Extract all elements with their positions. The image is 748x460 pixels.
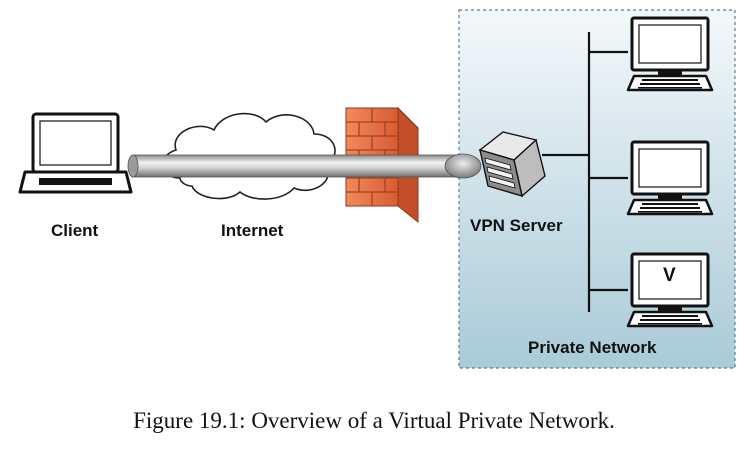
client-label: Client <box>51 221 99 240</box>
private-network-label: Private Network <box>528 338 657 357</box>
vpn-server-label: VPN Server <box>470 216 563 235</box>
desktop-computer-icon <box>626 16 714 92</box>
figure-caption: Figure 19.1: Overview of a Virtual Priva… <box>133 408 615 433</box>
victim-marker-label: V <box>663 265 676 286</box>
desktop-computer-icon <box>626 140 714 216</box>
vpn-server-icon <box>478 131 546 198</box>
internet-label: Internet <box>221 221 284 240</box>
vpn-tunnel <box>127 153 482 179</box>
desktop-computer-icon <box>626 252 714 328</box>
network-bus <box>542 32 628 312</box>
laptop-icon <box>18 112 133 194</box>
